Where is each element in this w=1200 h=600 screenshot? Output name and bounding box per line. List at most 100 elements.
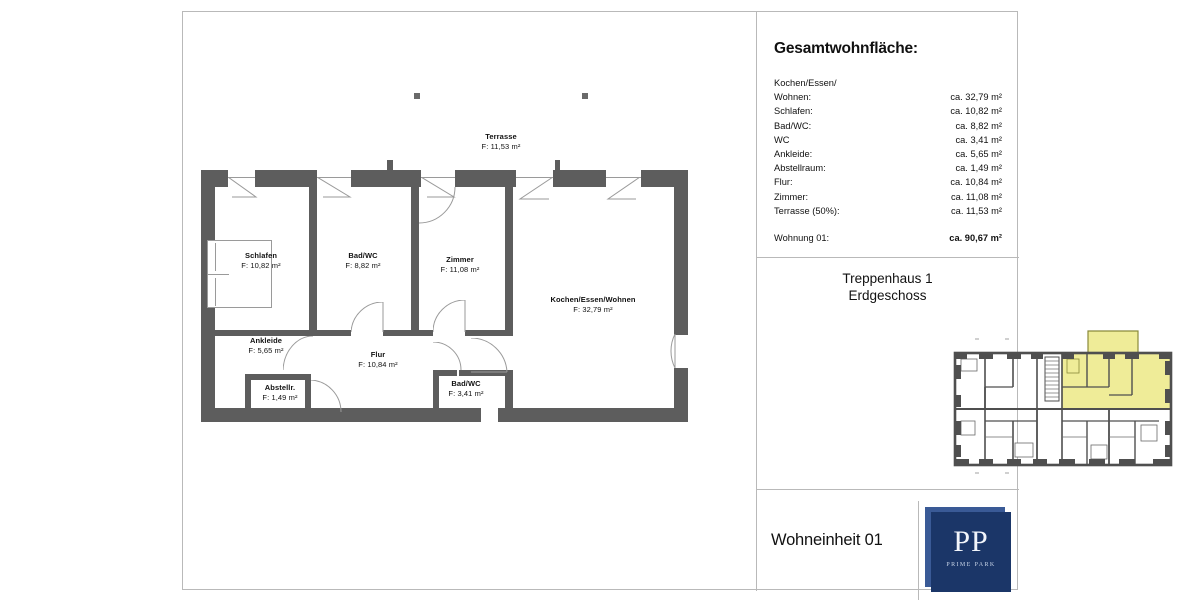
area-label: WC: [774, 134, 790, 145]
door-swing-abstellraum: [311, 380, 343, 414]
area-label: Wohnen:: [774, 92, 812, 103]
exterior-wall-right-upper: [674, 170, 688, 335]
area-label: Terrasse (50%):: [774, 205, 840, 216]
partition-zimmer-bottom-left: [411, 330, 433, 336]
exterior-wall-top-5: [553, 170, 606, 187]
logo-monogram: PP: [953, 525, 989, 558]
partition-living-left-lower: [505, 370, 513, 416]
room-area: F: 32,79 m²: [573, 305, 613, 314]
schlafen-wardrobe-divider: [207, 274, 229, 275]
area-value: ca. 8,82 m²: [955, 120, 1002, 131]
drawing-sheet: Terrasse F: 11,53 m²: [182, 11, 1173, 600]
room-area: F: 8,82 m²: [345, 261, 381, 270]
area-row: Zimmer: ca. 11,08 m²: [774, 190, 1002, 204]
room-label-ankleide: Ankleide F: 5,65 m²: [211, 336, 321, 356]
door-swing-living-exterior: [649, 334, 677, 370]
area-label: Kochen/Essen/: [774, 78, 837, 88]
area-row: Bad/WC: ca. 8,82 m²: [774, 119, 1002, 133]
exterior-wall-right-lower: [674, 368, 688, 422]
door-swing-flur-living: [471, 338, 509, 374]
window-sash-5: [606, 177, 644, 201]
area-schedule-title: Gesamtwohnfläche:: [774, 40, 918, 57]
area-schedule-list: Kochen/Essen/ Wohnen: ca. 32,79 m² Schla…: [774, 76, 1002, 245]
partition-bad-zimmer: [411, 184, 419, 336]
room-area: F: 11,53 m²: [481, 142, 521, 151]
room-name: Bad/WC: [451, 379, 481, 388]
area-value: ca. 11,53 m²: [951, 205, 1002, 216]
terrace-door-stub: [387, 160, 393, 172]
window-line-1: [228, 177, 255, 178]
door-swing-wc: [433, 342, 463, 372]
logo-front-square: PP PRIME PARK: [931, 512, 1011, 592]
schlafen-wardrobe-door-2: [215, 278, 216, 306]
partition-wc-top-right: [459, 370, 507, 376]
room-label-bad-wc-large: Bad/WC F: 8,82 m²: [313, 251, 413, 271]
area-total-row: Wohnung 01: ca. 90,67 m²: [774, 231, 1002, 245]
area-label: Ankleide:: [774, 149, 813, 160]
room-label-abstellraum: Abstellr. F: 1,49 m²: [235, 383, 325, 403]
room-name: Schlafen: [244, 251, 278, 260]
room-label-bad-wc-small: Bad/WC F: 3,41 m²: [421, 379, 511, 399]
room-area: F: 11,08 m²: [440, 265, 480, 274]
sheet-vertical-divider: [756, 12, 757, 591]
window-line-2: [317, 177, 351, 178]
room-area: F: 5,65 m²: [248, 346, 284, 355]
area-row: Abstellraum: ca. 1,49 m²: [774, 161, 1002, 175]
area-row: Schlafen: ca. 10,82 m²: [774, 104, 1002, 118]
area-label: Flur:: [774, 177, 793, 188]
room-area: F: 1,49 m²: [262, 393, 298, 402]
room-label-zimmer: Zimmer F: 11,08 m²: [415, 255, 505, 275]
room-name: Abstellr.: [264, 383, 296, 392]
key-plan-title: Treppenhaus 1 Erdgeschoss: [756, 270, 1019, 304]
area-value: ca. 32,79 m²: [950, 92, 1002, 103]
window-line-4: [516, 177, 553, 178]
window-sash-2: [317, 177, 353, 199]
room-name: Terrasse: [485, 132, 517, 141]
sheet-divider-keyplan-footer: [756, 489, 1019, 490]
door-swing-terrace-entry: [419, 187, 459, 227]
partition-bad-bottom-left: [309, 330, 351, 336]
partition-ankleide-top: [215, 330, 311, 336]
key-plan-title-line2: Erdgeschoss: [848, 288, 927, 303]
partition-abstell-left: [245, 374, 251, 414]
room-area: F: 10,82 m²: [241, 261, 281, 270]
window-sash-4: [516, 177, 556, 201]
door-swing-bad-wc: [351, 302, 385, 334]
area-total-label: Wohnung 01:: [774, 233, 830, 244]
partition-abstell-right: [305, 380, 311, 414]
room-label-flur: Flur F: 10,84 m²: [323, 350, 433, 370]
window-sash-1: [228, 177, 258, 199]
partition-wc-top-left: [433, 370, 457, 376]
room-label-schlafen: Schlafen F: 10,82 m²: [211, 251, 311, 271]
door-swing-zimmer: [433, 300, 467, 334]
room-name: Ankleide: [249, 336, 283, 345]
window-line-5: [606, 177, 641, 178]
area-row: Flur: ca. 10,84 m²: [774, 175, 1002, 189]
room-name: Zimmer: [446, 255, 474, 264]
partition-abstell-top: [245, 374, 311, 380]
exterior-wall-bottom-2: [498, 408, 688, 422]
room-name: Kochen/Essen/Wohnen: [550, 295, 636, 304]
logo-wordmark: PRIME PARK: [946, 562, 996, 568]
sheet-divider-areas-keyplan: [756, 257, 1019, 258]
room-area: F: 10,84 m²: [358, 360, 398, 369]
main-floor-plan: Terrasse F: 11,53 m²: [183, 12, 756, 591]
exterior-wall-bottom-1: [201, 408, 481, 422]
area-row: Kochen/Essen/: [774, 76, 1002, 90]
area-label: Abstellraum:: [774, 163, 826, 174]
room-name: Bad/WC: [348, 251, 378, 260]
window-line-3: [421, 177, 455, 178]
area-value: ca. 10,84 m²: [950, 177, 1002, 188]
partition-living-left: [505, 184, 513, 336]
key-plan-diagram: [949, 325, 1182, 477]
schlafen-wardrobe-door-1: [215, 243, 216, 271]
exterior-wall-top-3: [351, 170, 421, 187]
area-value: ca. 3,41 m²: [955, 134, 1002, 145]
area-value: ca. 1,49 m²: [955, 163, 1002, 174]
room-area: F: 3,41 m²: [448, 389, 484, 398]
door-swing-ankleide: [283, 336, 315, 372]
exterior-wall-top-2: [255, 170, 317, 187]
key-plan-title-line1: Treppenhaus 1: [842, 271, 933, 286]
area-row: Ankleide: ca. 5,65 m²: [774, 147, 1002, 161]
area-row: Terrasse (50%): ca. 11,53 m²: [774, 204, 1002, 218]
